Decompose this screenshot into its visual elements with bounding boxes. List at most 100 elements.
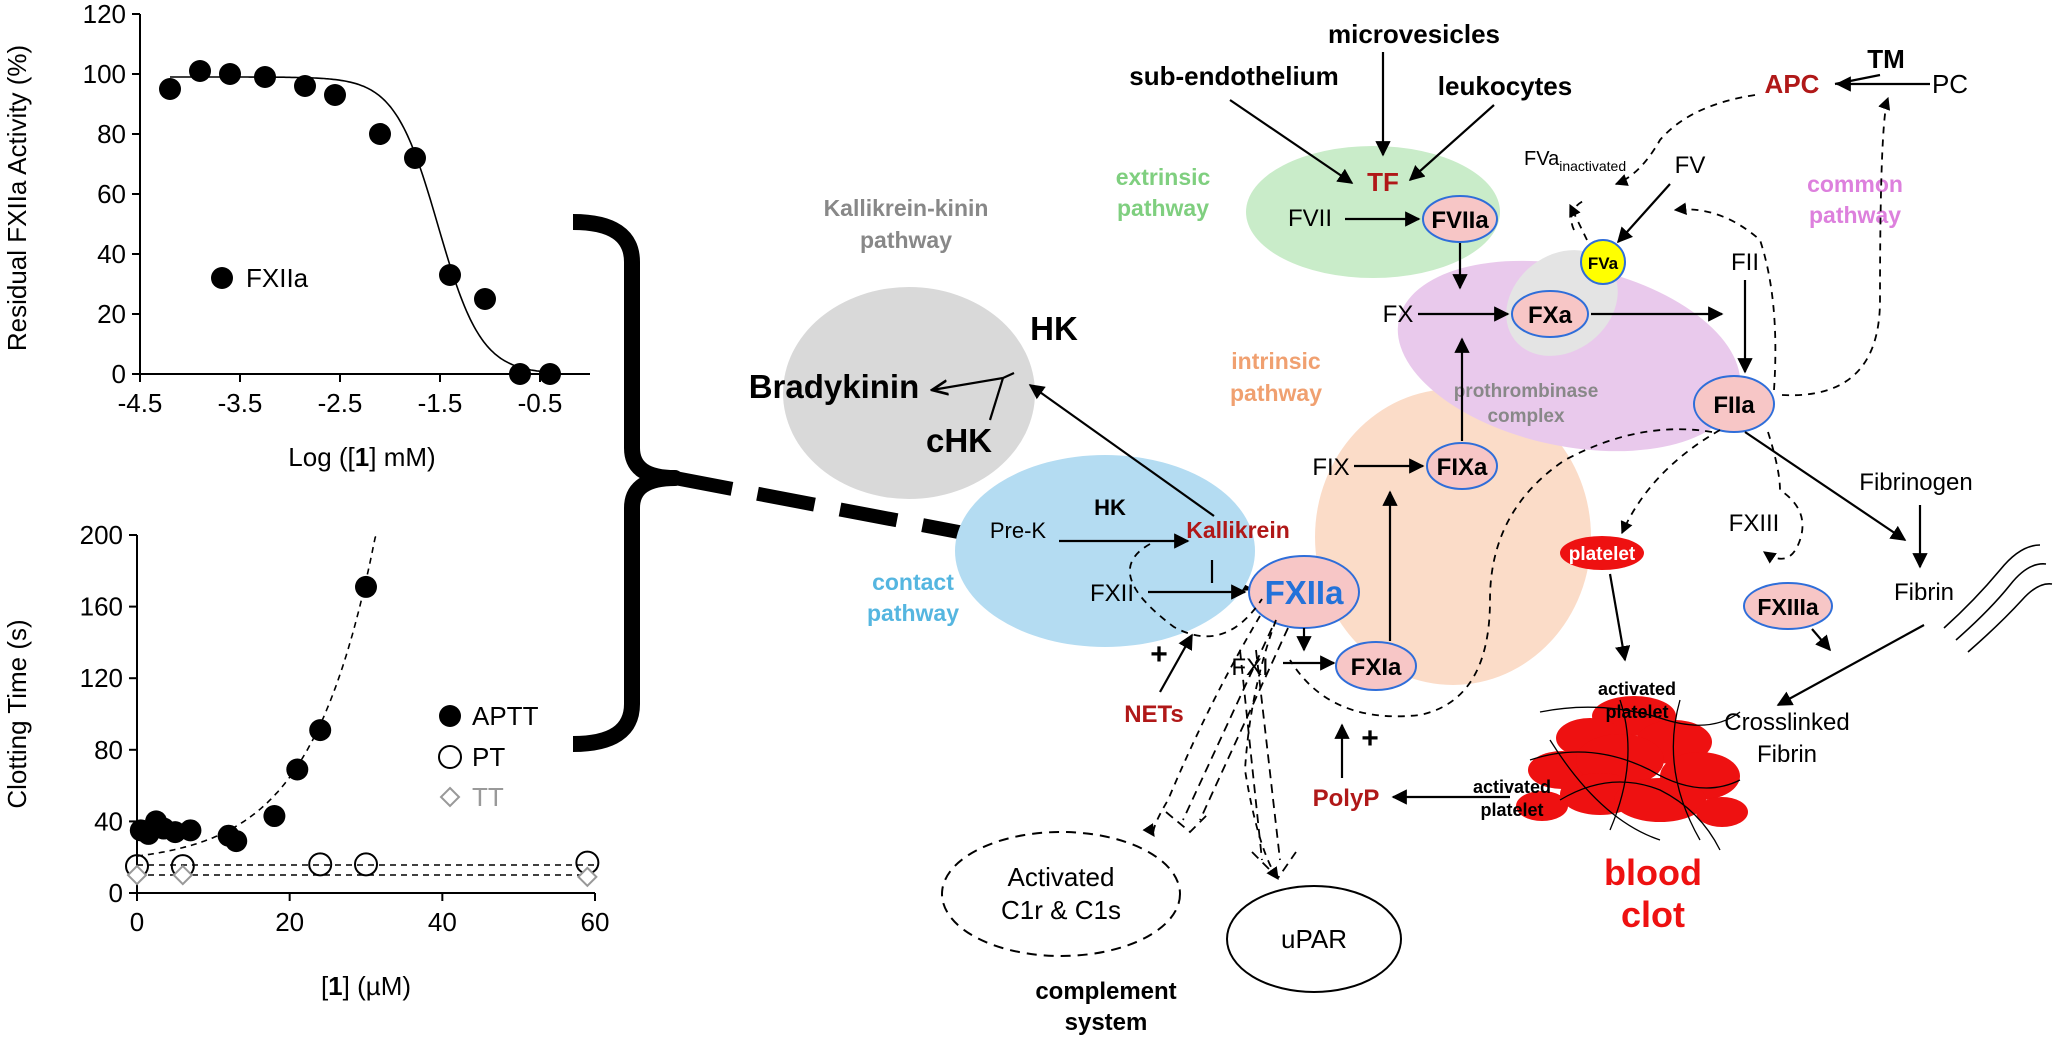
data-point-pt [308, 852, 333, 877]
y-tick-label: 40 [97, 239, 126, 269]
chart2-ylabel: Clotting Time (s) [2, 619, 32, 808]
chart1-legend: FXIIa [211, 263, 309, 293]
node-fx: FX [1383, 301, 1414, 328]
node-bradykinin: Bradykinin [749, 368, 920, 405]
data-point-fxiia [509, 363, 531, 385]
fiia-label: FIIa [1713, 392, 1755, 419]
y-tick-label: 120 [83, 0, 126, 29]
data-point-aptt [309, 719, 332, 742]
legend-fxiia-marker [211, 267, 233, 289]
node-fibrin: Fibrin [1894, 579, 1954, 606]
x-tick-label: 40 [428, 907, 457, 937]
kallikrein-kinin-ellipse [783, 287, 1035, 499]
fibrin-strands-icon [1943, 544, 2053, 653]
fxa-label: FXa [1528, 302, 1573, 329]
data-point-tt [576, 866, 598, 888]
x-tick-label: -3.5 [218, 388, 263, 418]
x-tick-label: -2.5 [318, 388, 363, 418]
node-leukocytes: leukocytes [1438, 71, 1572, 101]
node-plus-polyp: + [1361, 722, 1379, 755]
fxiia-label: FXIIa [1265, 574, 1345, 611]
y-tick-label: 40 [94, 806, 123, 836]
node-tm: TM [1867, 44, 1905, 74]
node-fii: FII [1731, 249, 1759, 276]
contact-ellipse [955, 455, 1255, 647]
fviia-label: FVIIa [1431, 207, 1489, 234]
node-fva-inactivated: FVainactivated [1524, 148, 1626, 174]
node-fibrinogen: Fibrinogen [1859, 469, 1972, 496]
data-point-aptt [355, 575, 377, 598]
y-tick-label: 80 [97, 119, 126, 149]
intrinsic-ellipse [1315, 389, 1591, 685]
factor-bubbles: FVIIa FVa FXa FIIa FIXa FXIIa FXIa FXIII… [1248, 195, 1833, 691]
data-point-fxiia [404, 147, 426, 169]
data-point-fxiia [439, 264, 461, 286]
node-apc: APC [1765, 69, 1820, 99]
legend-pt-marker [438, 745, 462, 769]
node-tf: TF [1367, 167, 1399, 197]
upar-label: uPAR [1281, 924, 1347, 954]
y-tick-label: 20 [97, 299, 126, 329]
data-point-fxiia [294, 75, 316, 97]
y-tick-label: 0 [112, 359, 126, 389]
legend-tt-label: TT [472, 782, 504, 812]
fixa-label: FIXa [1437, 454, 1488, 481]
chart1-xlabel: Log ([1] mM) [288, 442, 435, 472]
fxia-label: FXIa [1351, 654, 1402, 681]
data-point-fxiia [324, 84, 346, 106]
c1r-c1s-ellipse [941, 831, 1181, 957]
data-point-fxiia [539, 363, 561, 385]
chart2-aptt-fit [136, 534, 378, 857]
x-tick-label: 20 [275, 907, 304, 937]
bracket [572, 214, 683, 752]
platelet-bubble [1560, 536, 1644, 570]
diagram-text-nodes: microvesicles sub-endothelium leukocytes… [749, 19, 1973, 1036]
node-fxii: FXII [1090, 580, 1134, 607]
chart2-legend: APTT PT TT [438, 701, 539, 812]
legend-pt-label: PT [472, 742, 505, 772]
fxia-bubble [1335, 641, 1417, 691]
chart2-points [125, 575, 600, 888]
data-point-fxiia [219, 63, 241, 85]
node-sub-endothelium: sub-endothelium [1129, 61, 1338, 91]
node-chk: cHK [926, 422, 992, 459]
data-point-pt [354, 852, 378, 877]
fiia-bubble [1693, 375, 1775, 433]
y-tick-label: 80 [94, 735, 123, 765]
chart2-xlabel: [1] (µM) [321, 971, 411, 1001]
chart2-flat-fits [137, 864, 595, 876]
node-fv: FV [1675, 152, 1706, 179]
fxiiia-label: FXIIIa [1757, 594, 1819, 620]
data-point-aptt [179, 819, 202, 842]
legend-tt-marker [439, 786, 461, 808]
x-tick-label: 60 [581, 907, 610, 937]
chart1-points [159, 60, 561, 385]
platelet-label: platelet [1569, 544, 1636, 565]
fixa-bubble [1426, 442, 1498, 490]
node-kallikrein: Kallikrein [1186, 517, 1290, 543]
y-tick-label: 60 [97, 179, 126, 209]
node-fvii: FVII [1288, 205, 1332, 232]
node-pc: PC [1932, 69, 1968, 99]
y-tick-label: 160 [80, 592, 123, 622]
double-dashed-arrows [1165, 627, 1297, 880]
x-tick-label: -0.5 [518, 388, 563, 418]
data-point-fxiia [474, 288, 496, 310]
solid-arrows [932, 52, 1930, 805]
node-hk-top: HK [1030, 310, 1078, 347]
fva-bubble [1580, 239, 1626, 285]
